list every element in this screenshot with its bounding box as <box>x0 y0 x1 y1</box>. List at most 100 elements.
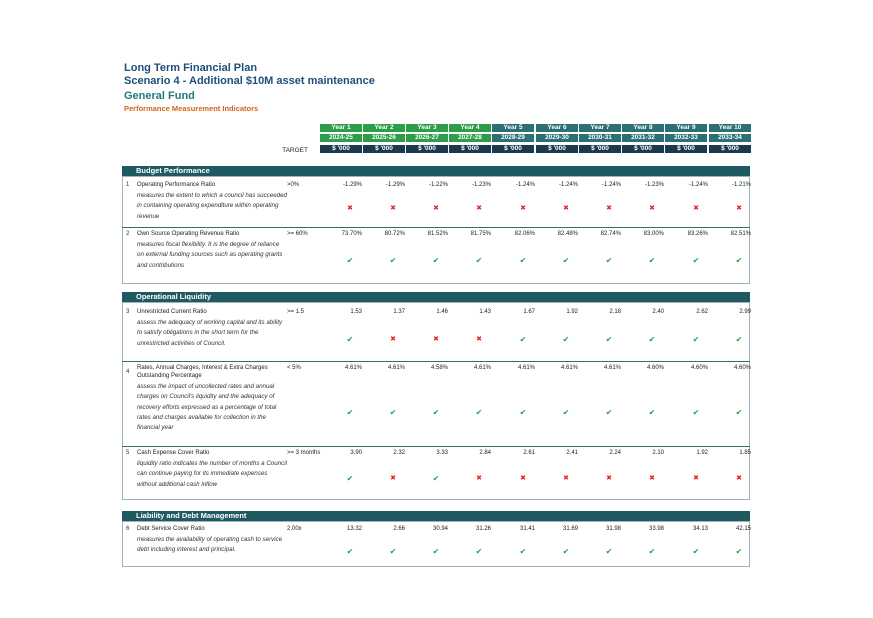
year-label-5: Year 5 <box>492 124 534 132</box>
indicator-value: 83.00% <box>643 231 664 237</box>
indicator-description: measures fiscal flexibility. It is the d… <box>137 241 283 269</box>
indicator-value: 1.37 <box>393 309 405 315</box>
indicator-value: 1.46 <box>436 309 448 315</box>
check-icon: ✔ <box>346 335 354 344</box>
check-icon: ✔ <box>475 408 483 417</box>
indicator-value: 81.52% <box>427 231 448 237</box>
indicator-value: 1.85 <box>739 450 751 456</box>
indicator-value: -1.24% <box>688 182 708 188</box>
year-period-3: 2026-27 <box>406 134 448 142</box>
indicator-value: 80.72% <box>384 231 405 237</box>
indicator-value: 2.40 <box>652 309 664 315</box>
check-icon: ✔ <box>475 547 483 556</box>
indicator-target: >= 60% <box>287 231 308 237</box>
indicator-value: 4.61% <box>517 365 535 371</box>
year-unit-1: $ '000 <box>320 145 362 153</box>
indicator-value: 82.48% <box>557 231 578 237</box>
indicator-description: assess the impact of uncollected rates a… <box>137 383 277 432</box>
year-period-5: 2028-29 <box>492 134 534 142</box>
indicator-name: Cash Expense Cover Ratio <box>137 450 210 456</box>
indicator-description: assess the adequacy of working capital a… <box>137 319 283 347</box>
check-icon: ✔ <box>605 335 613 344</box>
check-icon: ✔ <box>346 474 354 483</box>
indicator-value: 3.33 <box>436 450 448 456</box>
cross-icon: ✖ <box>476 205 482 212</box>
indicator-value: 82.06% <box>514 231 535 237</box>
year-label-4: Year 4 <box>449 124 491 132</box>
check-icon: ✔ <box>432 408 440 417</box>
year-period-6: 2029-30 <box>536 134 578 142</box>
indicator-value: 82.51% <box>730 231 751 237</box>
cross-icon: ✖ <box>390 475 396 482</box>
indicator-value: 13.32 <box>346 526 362 532</box>
check-icon: ✔ <box>389 408 397 417</box>
cross-icon: ✖ <box>520 475 526 482</box>
check-icon: ✔ <box>692 256 700 265</box>
year-unit-6: $ '000 <box>536 145 578 153</box>
check-icon: ✔ <box>648 256 656 265</box>
indicator-value: 31.98 <box>605 526 621 532</box>
row-divider <box>122 227 750 228</box>
check-icon: ✔ <box>519 408 527 417</box>
indicator-value: -1.22% <box>428 182 448 188</box>
indicator-value: 31.41 <box>519 526 535 532</box>
indicator-value: -1.24% <box>558 182 578 188</box>
section-operational-liquidity-box <box>122 302 750 500</box>
cross-icon: ✖ <box>693 475 699 482</box>
cross-icon: ✖ <box>433 205 439 212</box>
year-unit-3: $ '000 <box>406 145 448 153</box>
indicator-target: >= 3 months <box>287 450 321 456</box>
indicator-value: 83.26% <box>687 231 708 237</box>
check-icon: ✔ <box>735 256 743 265</box>
check-icon: ✔ <box>346 256 354 265</box>
indicator-value: 3.90 <box>350 450 362 456</box>
section-budget-performance: Budget Performance <box>122 166 750 176</box>
indicator-value: -1.29% <box>385 182 405 188</box>
section-operational-liquidity: Operational Liquidity <box>122 292 750 302</box>
indicator-value: -1.21% <box>731 182 751 188</box>
year-label-8: Year 8 <box>622 124 664 132</box>
year-unit-10: $ '000 <box>709 145 751 153</box>
indicator-target: 2.00x <box>287 526 302 532</box>
year-period-2: 2025-26 <box>363 134 405 142</box>
check-icon: ✔ <box>475 256 483 265</box>
year-period-9: 2032-33 <box>665 134 707 142</box>
year-unit-2: $ '000 <box>363 145 405 153</box>
cross-icon: ✖ <box>563 205 569 212</box>
year-label-6: Year 6 <box>536 124 578 132</box>
check-icon: ✔ <box>346 547 354 556</box>
check-icon: ✔ <box>562 256 570 265</box>
check-icon: ✔ <box>562 335 570 344</box>
indicator-description: measures the extent to which a council h… <box>137 192 287 220</box>
cross-icon: ✖ <box>433 336 439 343</box>
indicator-value: 4.61% <box>473 365 491 371</box>
indicator-name: Operating Performance Ratio <box>137 182 216 188</box>
year-unit-7: $ '000 <box>579 145 621 153</box>
indicator-value: 31.69 <box>562 526 578 532</box>
indicator-value: 4.61% <box>387 365 405 371</box>
year-period-7: 2030-31 <box>579 134 621 142</box>
check-icon: ✔ <box>605 408 613 417</box>
cross-icon: ✖ <box>736 475 742 482</box>
check-icon: ✔ <box>735 335 743 344</box>
indicator-number: 1 <box>126 182 130 188</box>
check-icon: ✔ <box>648 335 656 344</box>
indicator-value: 2.32 <box>393 450 405 456</box>
check-icon: ✔ <box>432 474 440 483</box>
indicator-number: 3 <box>126 309 130 315</box>
check-icon: ✔ <box>648 408 656 417</box>
check-icon: ✔ <box>562 408 570 417</box>
year-label-7: Year 7 <box>579 124 621 132</box>
year-label-3: Year 3 <box>406 124 448 132</box>
indicator-name: Unrestricted Current Ratio <box>137 309 207 315</box>
cross-icon: ✖ <box>390 205 396 212</box>
check-icon: ✔ <box>648 547 656 556</box>
indicator-value: 81.75% <box>470 231 491 237</box>
year-unit-4: $ '000 <box>449 145 491 153</box>
indicator-target: >0% <box>287 182 300 188</box>
cross-icon: ✖ <box>736 205 742 212</box>
indicator-value: 2.41 <box>566 450 578 456</box>
section-liability-debt-box <box>122 521 750 567</box>
year-unit-8: $ '000 <box>622 145 664 153</box>
check-icon: ✔ <box>346 408 354 417</box>
